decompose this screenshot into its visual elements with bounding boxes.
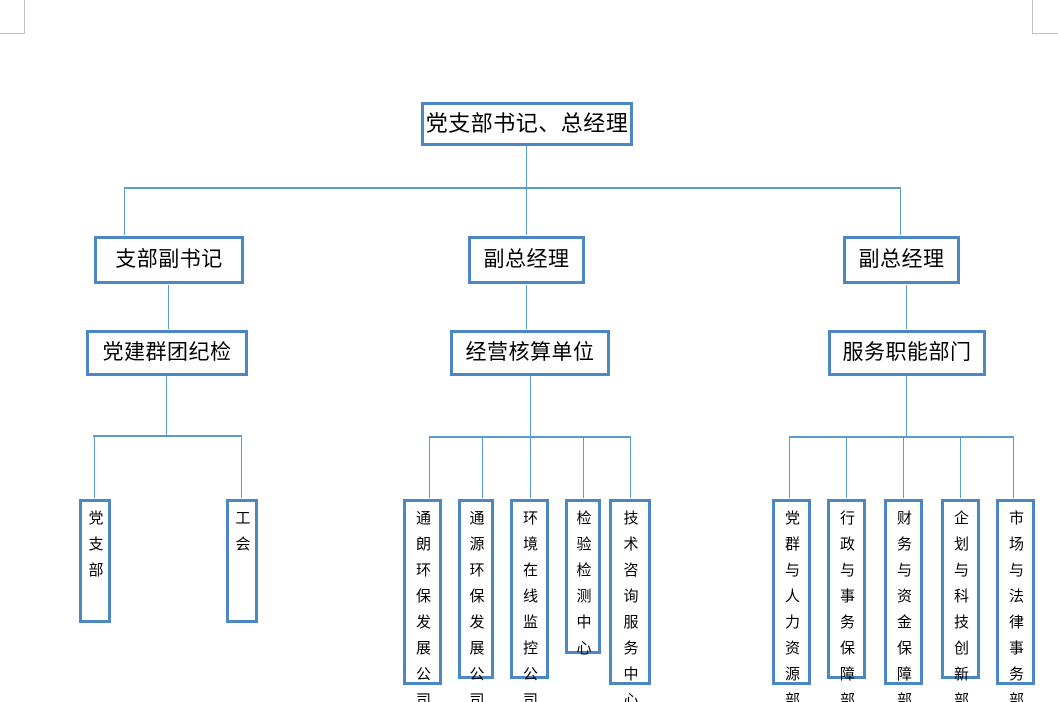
connector-drop-leaf-m1 bbox=[429, 437, 430, 498]
connector-drop-leaf-r5 bbox=[1013, 437, 1014, 498]
node-leaf-admin-affairs-label: 行政与事务保障部 bbox=[838, 510, 855, 702]
node-leaf-tech-consulting[interactable]: 技术咨询服务中心 bbox=[609, 499, 651, 702]
node-leaf-online-monitoring-label: 环境在线监控公司 bbox=[521, 510, 538, 702]
connector-drop-leaf-m5 bbox=[630, 437, 631, 498]
connector-branch-left-to-group bbox=[168, 285, 169, 329]
node-leaf-labor-union[interactable]: 工会 bbox=[226, 499, 258, 623]
node-leaf-party-branch-label: 党支部 bbox=[86, 510, 104, 588]
connector-right-leaf-bus bbox=[789, 436, 1014, 438]
node-leaf-party-hr[interactable]: 党群与人力资源部 bbox=[772, 499, 811, 702]
node-branch-right[interactable]: 副总经理 bbox=[843, 236, 960, 284]
node-branch-left-label: 支部副书记 bbox=[115, 247, 223, 271]
node-branch-mid[interactable]: 副总经理 bbox=[468, 236, 585, 284]
connector-drop-leaf-m2 bbox=[482, 437, 483, 498]
node-leaf-finance[interactable]: 财务与资金保障部 bbox=[884, 499, 923, 702]
connector-drop-leaf-r4 bbox=[960, 437, 961, 498]
node-branch-left[interactable]: 支部副书记 bbox=[94, 236, 244, 284]
node-leaf-market-legal-label: 市场与法律事务部 bbox=[1007, 510, 1024, 702]
node-leaf-party-branch[interactable]: 党支部 bbox=[79, 499, 111, 623]
connector-drop-leaf-l1 bbox=[94, 436, 95, 498]
node-leaf-finance-label: 财务与资金保障部 bbox=[895, 510, 912, 702]
node-leaf-online-monitoring[interactable]: 环境在线监控公司 bbox=[510, 499, 549, 702]
connector-drop-leaf-m4 bbox=[583, 437, 584, 498]
connector-group-right-stem bbox=[906, 376, 907, 436]
node-leaf-tongyuan-env-label: 通源环保发展公司 bbox=[467, 510, 485, 702]
connector-group-left-stem bbox=[166, 376, 167, 435]
node-group-mid[interactable]: 经营核算单位 bbox=[450, 330, 610, 376]
node-leaf-tonglang-env-label: 通朗环保发展公司 bbox=[414, 510, 431, 702]
node-leaf-inspection-center-label: 检验检测中心 bbox=[574, 510, 592, 666]
node-leaf-tech-consulting-label: 技术咨询服务中心 bbox=[621, 510, 639, 702]
node-group-mid-label: 经营核算单位 bbox=[465, 340, 595, 364]
node-root[interactable]: 党支部书记、总经理 bbox=[421, 102, 633, 146]
node-leaf-inspection-center[interactable]: 检验检测中心 bbox=[565, 499, 601, 666]
connector-drop-leaf-m3 bbox=[530, 437, 531, 498]
connector-root-stem bbox=[526, 145, 527, 188]
node-group-right-label: 服务职能部门 bbox=[842, 340, 972, 364]
connector-drop-branch-mid bbox=[526, 188, 527, 235]
page-margin-mark-top-left bbox=[0, 0, 25, 34]
connector-drop-leaf-r1 bbox=[789, 437, 790, 498]
node-leaf-admin-affairs[interactable]: 行政与事务保障部 bbox=[827, 499, 866, 702]
node-root-label: 党支部书记、总经理 bbox=[425, 111, 629, 137]
node-leaf-party-hr-label: 党群与人力资源部 bbox=[783, 510, 800, 702]
connector-group-mid-stem bbox=[530, 376, 531, 436]
node-group-left[interactable]: 党建群团纪检 bbox=[86, 330, 248, 376]
page-margin-mark-top-right bbox=[1032, 0, 1058, 34]
node-leaf-planning-tech[interactable]: 企划与科技创新部 bbox=[941, 499, 980, 702]
connector-left-leaf-bus bbox=[93, 435, 242, 437]
node-group-left-label: 党建群团纪检 bbox=[102, 340, 232, 364]
connector-branch-mid-to-group bbox=[526, 285, 527, 329]
node-group-right[interactable]: 服务职能部门 bbox=[828, 330, 986, 376]
node-leaf-labor-union-label: 工会 bbox=[233, 510, 251, 562]
connector-level2-bus bbox=[124, 187, 901, 189]
node-branch-mid-label: 副总经理 bbox=[483, 247, 570, 271]
node-leaf-tongyuan-env[interactable]: 通源环保发展公司 bbox=[458, 499, 494, 702]
connector-drop-leaf-l2 bbox=[241, 436, 242, 498]
connector-drop-branch-right bbox=[900, 188, 901, 235]
connector-drop-leaf-r2 bbox=[846, 437, 847, 498]
node-leaf-market-legal[interactable]: 市场与法律事务部 bbox=[996, 499, 1035, 702]
node-leaf-tonglang-env[interactable]: 通朗环保发展公司 bbox=[403, 499, 442, 702]
connector-drop-branch-left bbox=[124, 188, 125, 235]
node-branch-right-label: 副总经理 bbox=[858, 247, 945, 271]
node-leaf-planning-tech-label: 企划与科技创新部 bbox=[952, 510, 969, 702]
connector-drop-leaf-r3 bbox=[903, 437, 904, 498]
connector-branch-right-to-group bbox=[906, 285, 907, 329]
